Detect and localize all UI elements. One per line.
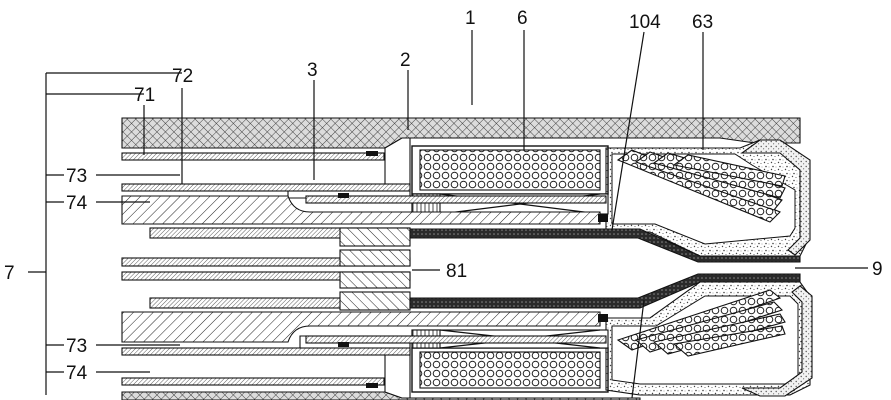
label-104: 104 (629, 12, 661, 33)
seal-3-top (338, 193, 349, 198)
insulator-81-mid-upper (339, 249, 411, 267)
insulator-81-top (339, 227, 411, 247)
outer-housing-bottom (121, 391, 641, 400)
label-72: 72 (172, 66, 193, 87)
label-74-top: 74 (66, 193, 88, 214)
tube-71-top (121, 152, 385, 161)
tube-3-bottom (305, 335, 607, 344)
label-1: 1 (465, 8, 476, 29)
nozzle-cap-top (740, 139, 811, 256)
label-7: 7 (4, 263, 15, 284)
leader-lines (28, 30, 868, 399)
chamber-wall-bottom (299, 335, 411, 399)
tube-71-bottom (121, 377, 385, 386)
label-6: 6 (517, 8, 528, 29)
solenoid-coil-bottom (419, 351, 601, 389)
outer-housing-top (121, 117, 801, 149)
seal-3-bottom (338, 342, 349, 347)
seal-71-top (366, 151, 378, 156)
seal-71-bottom (366, 383, 378, 388)
label-2: 2 (400, 50, 411, 71)
label-73-top: 73 (66, 166, 87, 187)
insulator-81-bottom (339, 291, 411, 311)
label-63: 63 (692, 12, 713, 33)
label-73-bottom: 73 (66, 336, 87, 357)
seal-inner-bottom (598, 314, 608, 322)
nozzle-cap-bottom (741, 285, 813, 397)
seal-inner-top (598, 214, 608, 222)
label-71: 71 (134, 85, 155, 106)
insulator-81-mid-lower (339, 271, 411, 289)
label-81: 81 (446, 261, 467, 282)
channel-liner-top (409, 228, 801, 263)
label-9: 9 (872, 259, 883, 280)
solenoid-coil-top (419, 149, 601, 191)
coil-winding-set-bottom (616, 289, 786, 357)
channel-liner-bottom (409, 273, 801, 309)
inner-body-bottom (121, 311, 601, 343)
coil-winding-set-top (616, 149, 786, 223)
label-74-bottom: 74 (66, 363, 88, 384)
tube-72-top (121, 183, 411, 192)
label-3: 3 (307, 60, 318, 81)
tube-3-top (305, 195, 607, 204)
tube-72-bottom (121, 347, 411, 356)
